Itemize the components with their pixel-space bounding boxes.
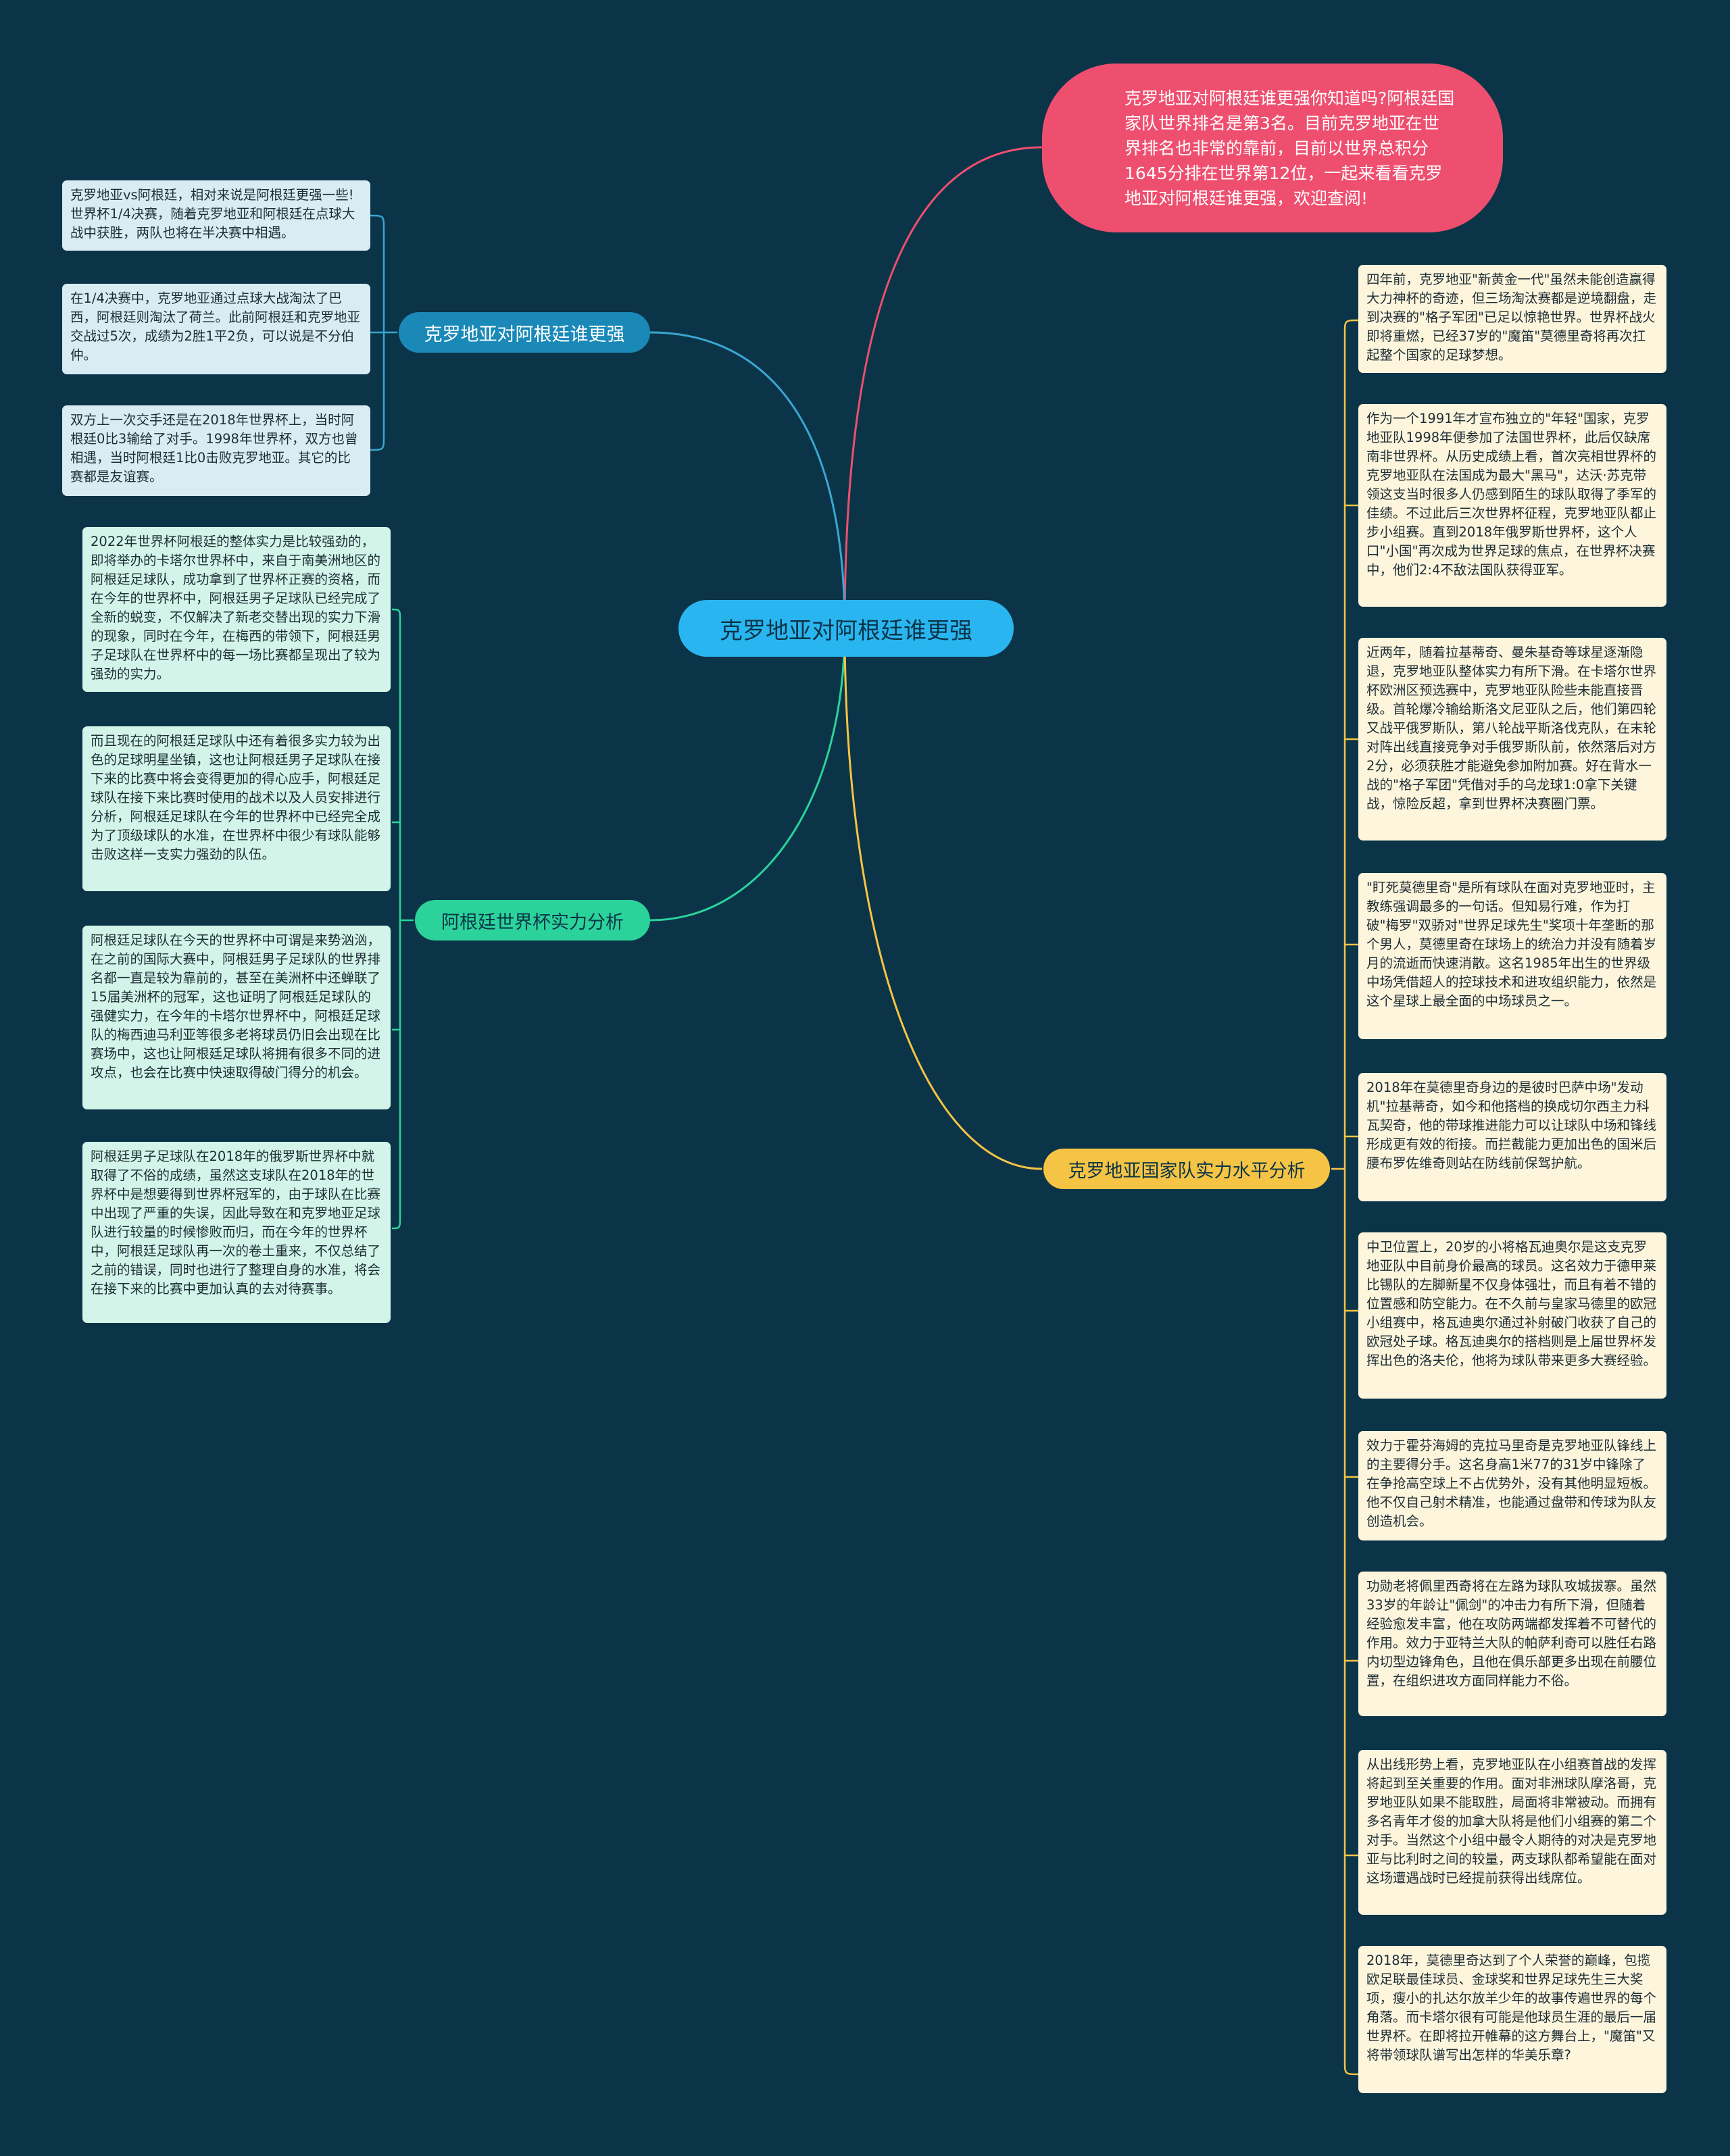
leaf-b1-1[interactable]: 克罗地亚vs阿根廷，相对来说是阿根廷更强一些!世界杯1/4决赛，随着克罗地亚和阿… <box>62 180 370 251</box>
branch-node-1[interactable]: 克罗地亚对阿根廷谁更强 <box>399 312 650 353</box>
intro-text: 克罗地亚对阿根廷谁更强你知道吗?阿根廷国家队世界排名是第3名。目前克罗地亚在世界… <box>1124 88 1455 208</box>
link-center-branch-3 <box>843 628 1043 1170</box>
link-center-intro <box>843 146 1043 629</box>
link-center-branch-2 <box>649 628 846 922</box>
leaf-b3-3[interactable]: 近两年，随着拉基蒂奇、曼朱基奇等球星逐渐隐退，克罗地亚队整体实力有所下滑。在卡塔… <box>1358 638 1666 841</box>
leaf-b3-2[interactable]: 作为一个1991年才宣布独立的"年轻"国家，克罗地亚队1998年便参加了法国世界… <box>1358 404 1666 607</box>
leaf-b3-7[interactable]: 效力于霍芬海姆的克拉马里奇是克罗地亚队锋线上的主要得分手。这名身高1米77的31… <box>1358 1431 1666 1540</box>
branch-node-2[interactable]: 阿根廷世界杯实力分析 <box>415 900 650 941</box>
leaf-b3-10[interactable]: 2018年，莫德里奇达到了个人荣誉的巅峰，包揽欧足联最佳球员、金球奖和世界足球先… <box>1358 1946 1666 2093</box>
leaf-b2-4[interactable]: 阿根廷男子足球队在2018年的俄罗斯世界杯中就取得了不俗的成绩，虽然这支球队在2… <box>82 1142 391 1323</box>
leaf-b3-8[interactable]: 功勋老将佩里西奇将在左路为球队攻城拔寨。虽然33岁的年龄让"佩剑"的冲击力有所下… <box>1358 1572 1666 1716</box>
bracket-branch-1 <box>370 214 397 451</box>
leaf-b2-2[interactable]: 而且现在的阿根廷足球队中还有着很多实力较为出色的足球明星坐镇，这也让阿根廷男子足… <box>82 726 391 891</box>
leaf-b2-1[interactable]: 2022年世界杯阿根廷的整体实力是比较强劲的，即将举办的卡塔尔世界杯中，来自于南… <box>82 527 391 692</box>
leaf-b1-3[interactable]: 双方上一次交手还是在2018年世界杯上，当时阿根廷0比3输给了对手。1998年世… <box>62 405 370 496</box>
bracket-branch-3 <box>1331 319 1359 2076</box>
leaf-b3-4[interactable]: "盯死莫德里奇"是所有球队在面对克罗地亚时，主教练强调最多的一句话。但知易行难，… <box>1358 873 1666 1039</box>
bracket-branch-2 <box>391 608 414 1230</box>
leaf-b3-1[interactable]: 四年前，克罗地亚"新黄金一代"虽然未能创造赢得大力神杯的奇迹，但三场淘汰赛都是逆… <box>1358 265 1666 373</box>
branch-node-3[interactable]: 克罗地亚国家队实力水平分析 <box>1043 1149 1330 1189</box>
leaf-b2-3[interactable]: 阿根廷足球队在今天的世界杯中可谓是来势汹汹，在之前的国际大赛中，阿根廷男子足球队… <box>82 926 391 1109</box>
leaf-b3-5[interactable]: 2018年在莫德里奇身边的是彼时巴萨中场"发动机"拉基蒂奇，如今和他搭档的换成切… <box>1358 1073 1666 1201</box>
leaf-b3-9[interactable]: 从出线形势上看，克罗地亚队在小组赛首战的发挥将起到至关重要的作用。面对非洲球队摩… <box>1358 1750 1666 1915</box>
intro-node[interactable]: 克罗地亚对阿根廷谁更强你知道吗?阿根廷国家队世界排名是第3名。目前克罗地亚在世界… <box>1042 64 1503 232</box>
center-node[interactable]: 克罗地亚对阿根廷谁更强 <box>678 600 1014 657</box>
link-center-branch-1 <box>649 331 846 629</box>
leaf-b1-2[interactable]: 在1/4决赛中，克罗地亚通过点球大战淘汰了巴西，阿根廷则淘汰了荷兰。此前阿根廷和… <box>62 284 370 374</box>
leaf-b3-6[interactable]: 中卫位置上，20岁的小将格瓦迪奥尔是这支克罗地亚队中目前身价最高的球员。这名效力… <box>1358 1232 1666 1399</box>
